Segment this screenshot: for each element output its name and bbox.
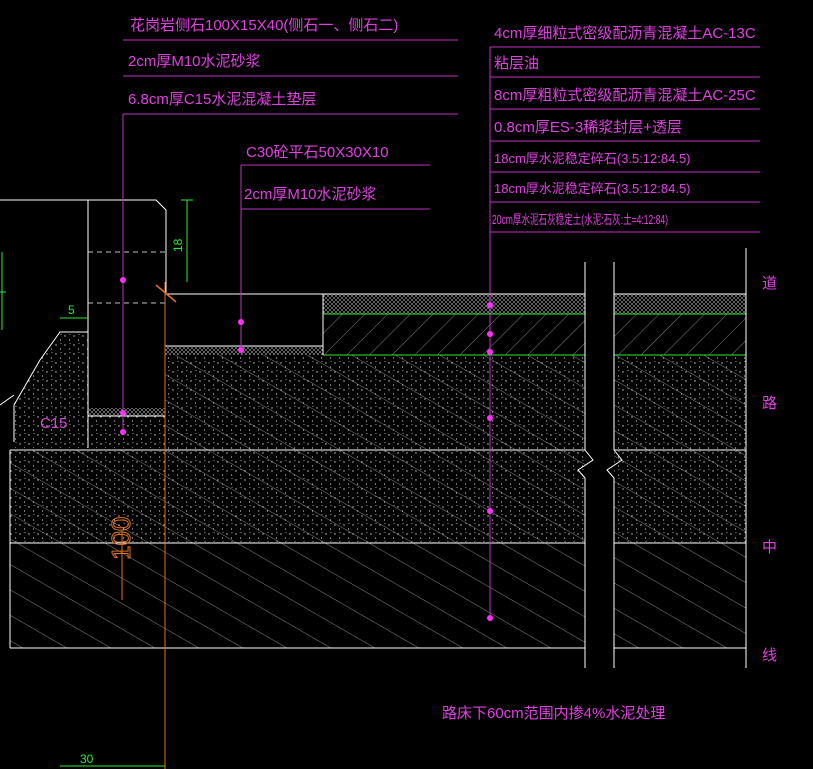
label-layer-base1: 18cm厚水泥稳定碎石(3.5:12:84.5): [494, 151, 691, 166]
label-bottom-note: 路床下60cm范围内掺4%水泥处理: [442, 705, 665, 722]
label-curb-base: 6.8cm厚C15水泥混凝土垫层: [128, 91, 316, 108]
label-layer-base2: 18cm厚水泥稳定碎石(3.5:12:84.5): [494, 181, 691, 196]
road-centerline-label: 道 路 中 线: [762, 275, 777, 664]
layer-base: [165, 355, 746, 450]
road-center-char-3: 中: [762, 539, 777, 556]
break-line: [577, 262, 623, 668]
left-dimension-ticks: [0, 252, 6, 330]
dimension-18: 18: [171, 199, 193, 282]
label-layer-ac13: 4cm厚细粒式密级配沥青混凝土AC-13C: [494, 25, 756, 42]
label-curb-stone: 花岗岩侧石100X15X40(侧石一、侧石二): [130, 17, 398, 34]
layer-ac13: [323, 294, 746, 314]
dimension-100-text: 100: [106, 517, 136, 560]
dimension-30: 30: [60, 752, 165, 767]
layer-subbase: [10, 450, 746, 543]
layer-ac25: [323, 314, 746, 355]
leader-dots: [120, 277, 493, 621]
flat-stone: [165, 293, 324, 355]
road-center-char-4: 线: [762, 647, 777, 664]
dimension-5: 5: [60, 303, 88, 319]
dimension-18-text: 18: [171, 238, 185, 252]
label-flat-stone: C30砼平石50X30X10: [246, 144, 389, 161]
dimension-100: 100: [106, 516, 137, 600]
dimension-30-text: 30: [80, 752, 94, 766]
label-flat-mortar: 2cm厚M10水泥砂浆: [244, 185, 377, 203]
dimension-5-text: 5: [68, 303, 75, 317]
curb-joint-tick: [155, 284, 177, 303]
road-center-char-1: 道: [762, 275, 777, 292]
label-layer-ac25: 8cm厚粗粒式密级配沥青混凝土AC-25C: [494, 87, 756, 104]
curb-stone-body: [0, 199, 167, 450]
label-layer-es3: 0.8cm厚ES-3稀浆封层+透层: [494, 118, 682, 136]
label-layer-tack: 粘层油: [494, 55, 539, 72]
label-layer-subbase: 20cm厚水泥石灰稳定土(水泥:石灰:土=4:12:84): [492, 212, 668, 227]
label-curb-mortar: 2cm厚M10水泥砂浆: [128, 52, 261, 70]
label-c15: C15: [40, 415, 68, 432]
layer-subgrade: [10, 543, 746, 648]
road-center-char-2: 路: [762, 395, 777, 412]
